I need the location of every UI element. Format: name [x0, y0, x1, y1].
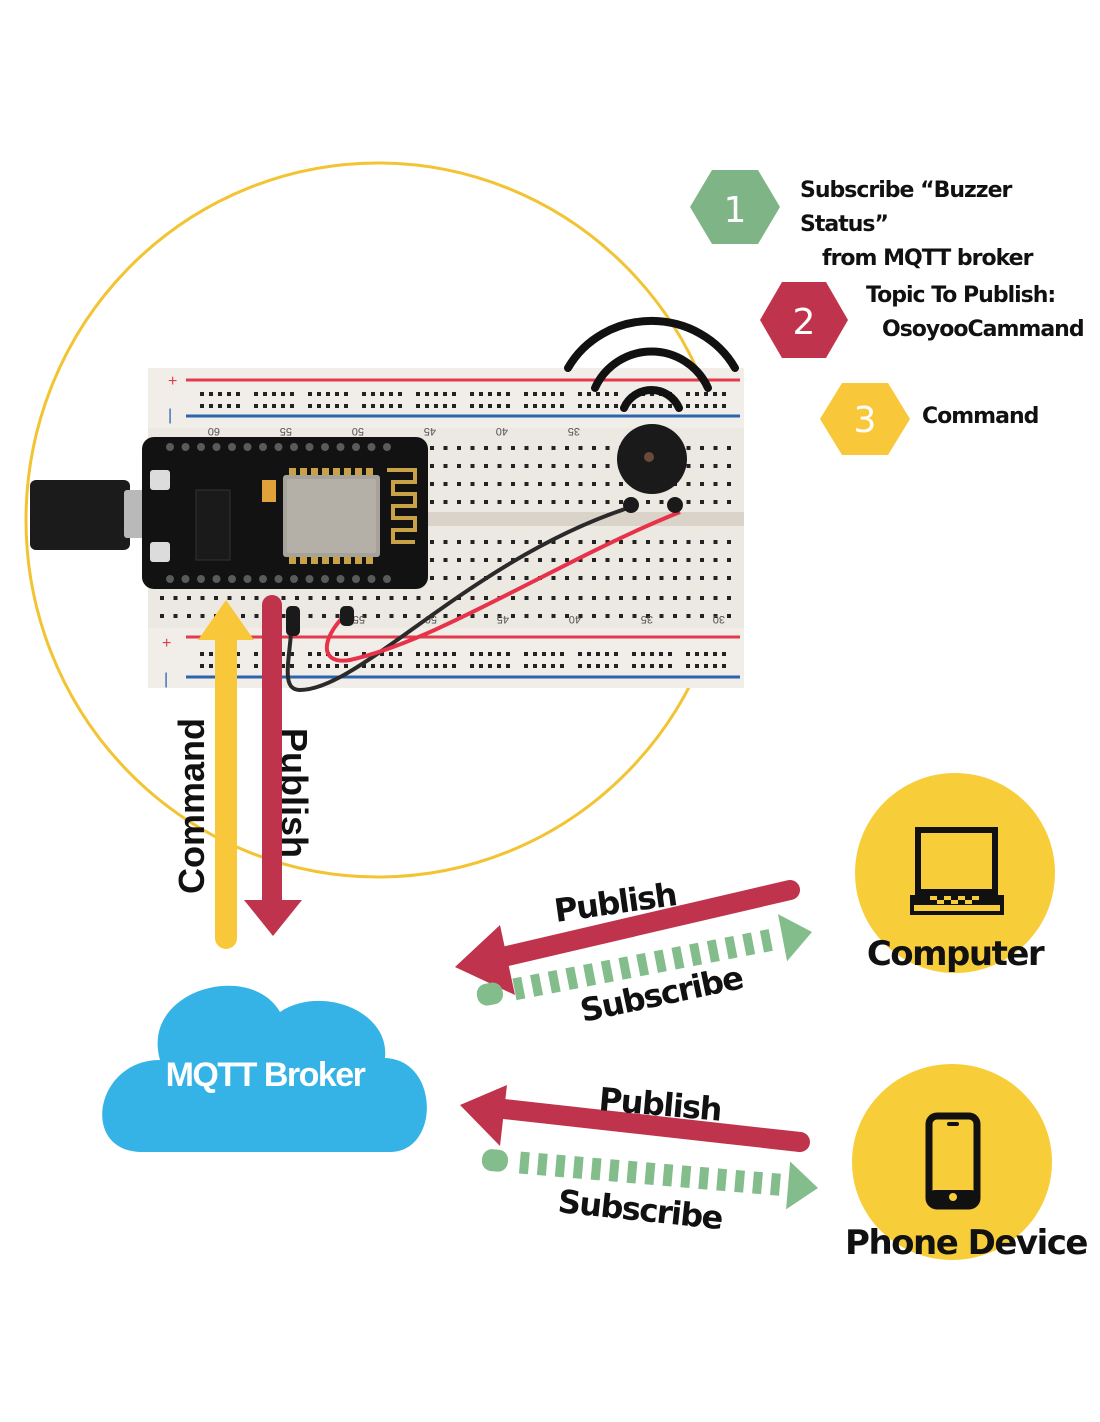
usb-cable — [30, 480, 154, 550]
legend-hex-3: 3 — [820, 383, 910, 455]
legend-item-2-line-1: Topic To Publish: — [866, 283, 1056, 308]
legend-item-1-line-2: from MQTT broker — [822, 246, 1033, 271]
legend-item-3: Command — [922, 400, 1039, 434]
legend-item-3-line-1: Command — [922, 404, 1039, 429]
computer-label: Computer — [867, 934, 1045, 974]
publish-arrow-label: Publish — [274, 728, 315, 858]
breadboard-number: 55 — [280, 425, 292, 437]
svg-text:3: 3 — [854, 400, 877, 441]
breadboard-number: 40 — [496, 425, 508, 437]
command-arrow-up — [198, 600, 254, 949]
legend-hex-1: 1 — [690, 170, 780, 244]
breadboard-number: 45 — [424, 425, 436, 437]
breadboard-number: 45 — [497, 613, 509, 625]
breadboard-column-numbers-top: 60 55 50 45 40 35 — [208, 425, 580, 437]
laptop-icon — [910, 827, 1004, 915]
legend-item-2-line-2: OsoyooCammand — [882, 317, 1085, 342]
computer-publish-arrow — [455, 880, 800, 995]
legend-item-1-line-1: Subscribe “Buzzer Status” — [800, 178, 1012, 237]
phone-icon — [925, 1112, 981, 1210]
rail-minus-top: | — [168, 407, 172, 424]
nodemcu-board — [142, 437, 428, 589]
rail-plus-bottom: + — [162, 635, 171, 652]
breadboard-number: 60 — [208, 425, 220, 437]
rail-plus-top: + — [168, 373, 177, 390]
phone-subscribe-label: Subscribe — [556, 1182, 724, 1237]
phone-subscribe-arrow — [481, 1149, 818, 1210]
breadboard-number: 50 — [352, 425, 364, 437]
phone-label: Phone Device — [845, 1223, 1087, 1263]
mqtt-broker-cloud — [102, 985, 427, 1152]
phone-publish-arrow — [460, 1085, 810, 1152]
mqtt-broker-label: MQTT Broker — [166, 1056, 366, 1094]
legend-item-1: Subscribe “Buzzer Status” from MQTT brok… — [800, 174, 1100, 276]
svg-text:2: 2 — [793, 302, 816, 343]
breadboard-number: 35 — [568, 425, 580, 437]
wires — [285, 506, 681, 693]
breadboard-number: 55 — [353, 613, 365, 625]
rail-minus-bottom: | — [164, 671, 168, 688]
computer-subscribe-arrow — [476, 914, 812, 1006]
sound-waves-icon — [564, 316, 739, 412]
breadboard-number: 35 — [641, 613, 653, 625]
phone-circle — [852, 1064, 1052, 1260]
breadboard-number: 30 — [713, 613, 725, 625]
svg-text:1: 1 — [724, 190, 747, 231]
legend-item-2: Topic To Publish: OsoyooCammand — [866, 279, 1085, 347]
publish-arrow-down — [244, 595, 302, 936]
buzzer — [617, 424, 687, 513]
computer-circle — [855, 773, 1055, 973]
breadboard-number: 40 — [569, 613, 581, 625]
legend-hex-2: 2 — [760, 282, 848, 358]
command-label: Command — [171, 718, 212, 894]
antenna-trace — [387, 468, 417, 544]
